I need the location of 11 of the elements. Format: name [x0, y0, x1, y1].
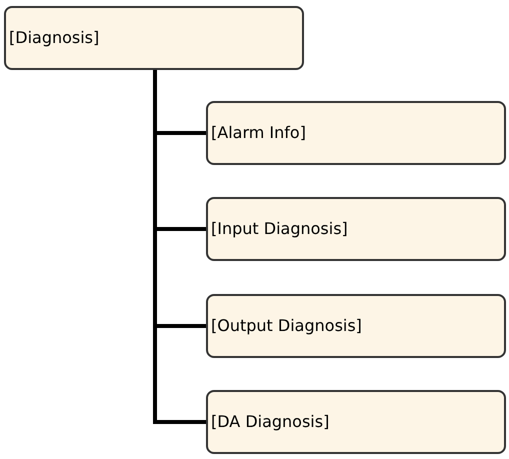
node-label: [Diagnosis]: [9, 27, 100, 49]
node-label: [Output Diagnosis]: [211, 315, 362, 337]
connector-line: [153, 70, 206, 424]
tree-node-box: [206, 197, 506, 261]
node-label: [DA Diagnosis]: [211, 411, 330, 433]
tree-node-box: [4, 6, 304, 70]
tree-node-box: [206, 101, 506, 165]
tree-node-box: [206, 390, 506, 454]
tree-node-box: [206, 294, 506, 358]
node-label: [Alarm Info]: [211, 122, 306, 144]
node-label: [Input Diagnosis]: [211, 218, 348, 240]
